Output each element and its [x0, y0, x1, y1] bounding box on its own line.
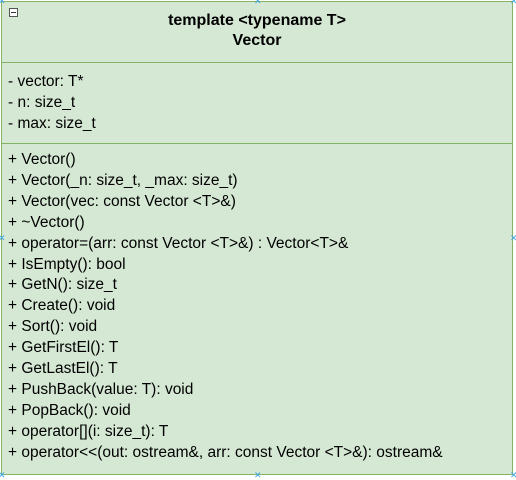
attributes-section: - vector: T* - n: size_t - max: size_t — [2, 63, 512, 144]
resize-handle-top[interactable]: ✕ — [254, 0, 262, 6]
method-item: + GetLastEl(): T — [8, 360, 118, 378]
resize-handle-left[interactable]: ✕ — [0, 233, 6, 243]
class-header: template <typename T> Vector — [2, 2, 512, 63]
method-item: + Vector(vec: const Vector <T>&) — [8, 192, 236, 210]
method-item: + GetN(): size_t — [8, 276, 117, 294]
attribute-item: - max: size_t — [8, 115, 96, 132]
method-item: + operator[](i: size_t): T — [8, 422, 169, 440]
resize-handle-bottom-right[interactable]: ✕ — [510, 470, 516, 480]
resize-handle-top-right[interactable]: ✕ — [510, 0, 516, 6]
resize-handle-bottom-left[interactable]: ✕ — [0, 470, 6, 480]
method-item: + IsEmpty(): bool — [8, 255, 126, 273]
method-item: + Sort(): void — [8, 318, 98, 336]
method-item: + PopBack(): void — [8, 401, 131, 419]
method-item: + Create(): void — [8, 297, 116, 315]
method-item: + Vector() — [8, 151, 76, 168]
class-name: Vector — [232, 32, 282, 49]
method-item: + operator<<(out: ostream&, arr: const V… — [8, 443, 443, 461]
class-stereotype: template <typename T> — [168, 12, 346, 29]
method-item: + Vector(_n: size_t, _max: size_t) — [8, 171, 238, 189]
method-item: + ~Vector() — [8, 213, 85, 231]
resize-handle-top-left[interactable]: ✕ — [0, 0, 6, 6]
method-item: + operator=(arr: const Vector <T>&) : Ve… — [8, 234, 349, 252]
attribute-item: - vector: T* — [8, 73, 84, 90]
method-item: + PushBack(value: T): void — [8, 380, 194, 398]
methods-section: + Vector() + Vector(_n: size_t, _max: si… — [2, 144, 512, 464]
resize-handle-bottom[interactable]: ✕ — [254, 470, 262, 480]
attribute-item: - n: size_t — [8, 94, 76, 111]
uml-class-box[interactable]: template <typename T> Vector - vector: T… — [1, 1, 513, 475]
resize-handle-right[interactable]: ✕ — [510, 233, 516, 243]
method-item: + GetFirstEl(): T — [8, 339, 119, 357]
collapse-toggle-icon[interactable] — [9, 8, 18, 17]
